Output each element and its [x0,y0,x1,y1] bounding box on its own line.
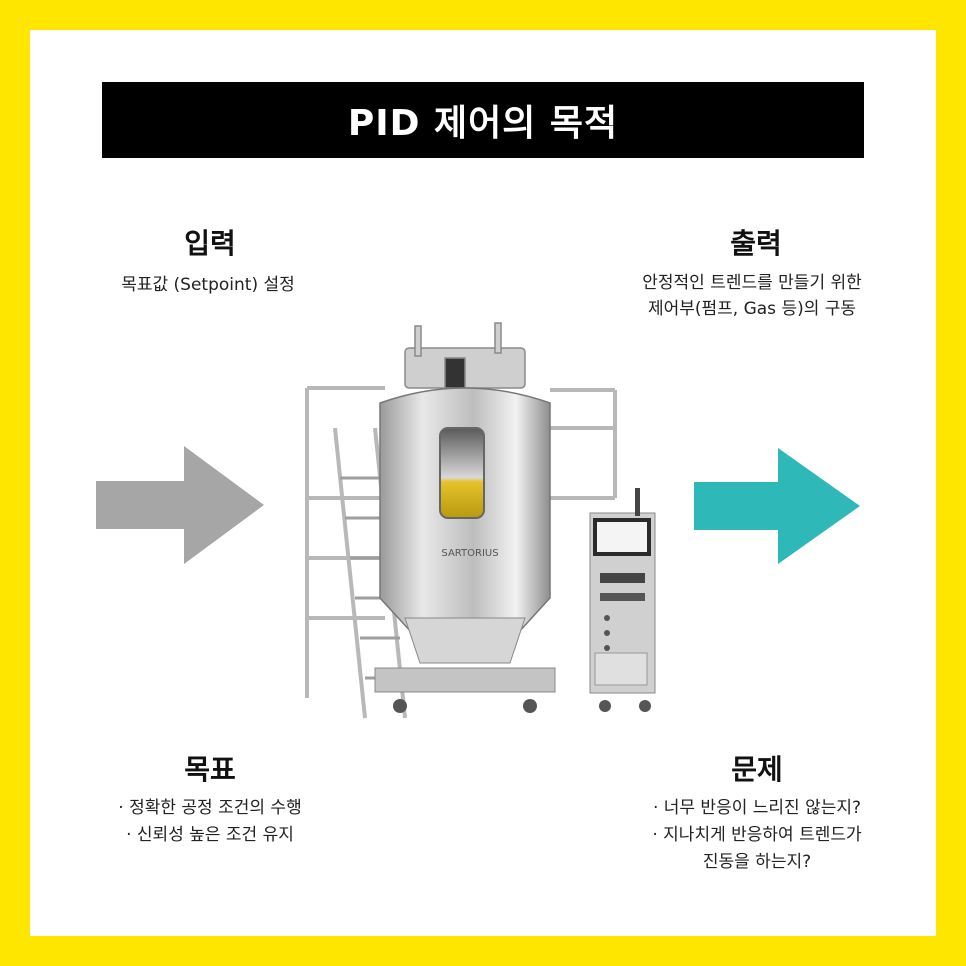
input-text: 목표값 (Setpoint) 설정 [121,275,295,295]
vessel-body [379,387,551,659]
goal-heading: 목표 [184,753,236,786]
bioreactor-image: SARTORIUS [305,322,656,719]
problem-item-1: · 너무 반응이 느리진 않는지? [652,798,862,818]
sight-glass [439,427,485,519]
goal-list: · 정확한 공정 조건의 수행 · 신뢰성 높은 조건 유지 [118,795,301,849]
output-line-1: 안정적인 트렌드를 만들기 위한 [642,273,862,293]
output-heading: 출력 [730,227,782,260]
page-title: PID 제어의 목적 [102,82,864,158]
output-line-2: 제어부(펌프, Gas 등)의 구동 [647,299,857,319]
control-cabinet [589,488,656,712]
input-arrow-icon [96,446,264,564]
problem-item-3: 진동을 하는지? [702,852,812,872]
problem-heading: 문제 [731,753,783,786]
goal-item-2: · 신뢰성 높은 조건 유지 [126,825,294,845]
brand-label: SARTORIUS [441,548,498,559]
goal-item-1: · 정확한 공정 조건의 수행 [118,798,302,818]
input-heading: 입력 [184,227,236,260]
problem-item-2: · 지나치게 반응하여 트렌드가 [652,825,862,845]
output-arrow-icon [694,448,860,564]
problem-list: · 너무 반응이 느리진 않는지? · 지나치게 반응하여 트렌드가 진동을 하… [652,795,861,876]
output-text: 안정적인 트렌드를 만들기 위한 제어부(펌프, Gas 등)의 구동 [642,270,862,322]
